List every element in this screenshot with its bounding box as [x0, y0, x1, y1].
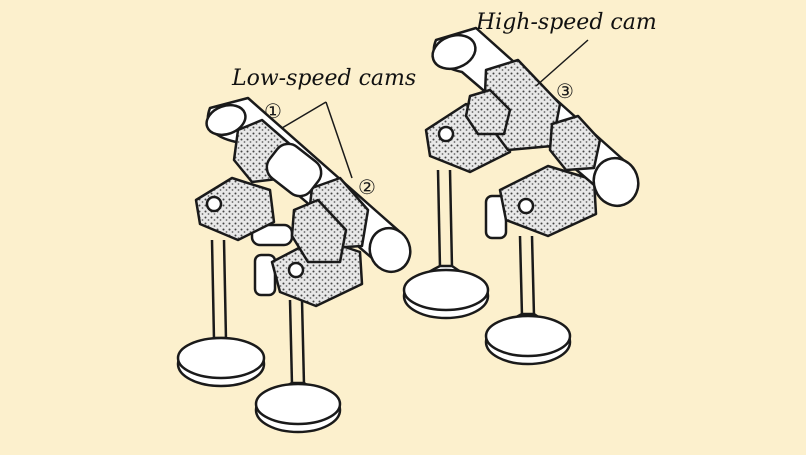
valve-left-a	[176, 239, 266, 388]
leader-line-3	[535, 39, 589, 87]
valve-left-b	[254, 299, 342, 434]
marker-1: ①	[264, 99, 282, 123]
valve-right-b	[484, 235, 572, 366]
leader-line-1	[281, 101, 327, 129]
low-speed-cams-label: Low-speed cams	[232, 66, 417, 91]
high-speed-cam-label: High-speed cam	[476, 10, 657, 35]
marker-3: ③	[556, 79, 574, 103]
marker-2: ②	[358, 175, 376, 199]
leader-line-2	[325, 101, 353, 179]
valve-right-a	[402, 169, 490, 320]
